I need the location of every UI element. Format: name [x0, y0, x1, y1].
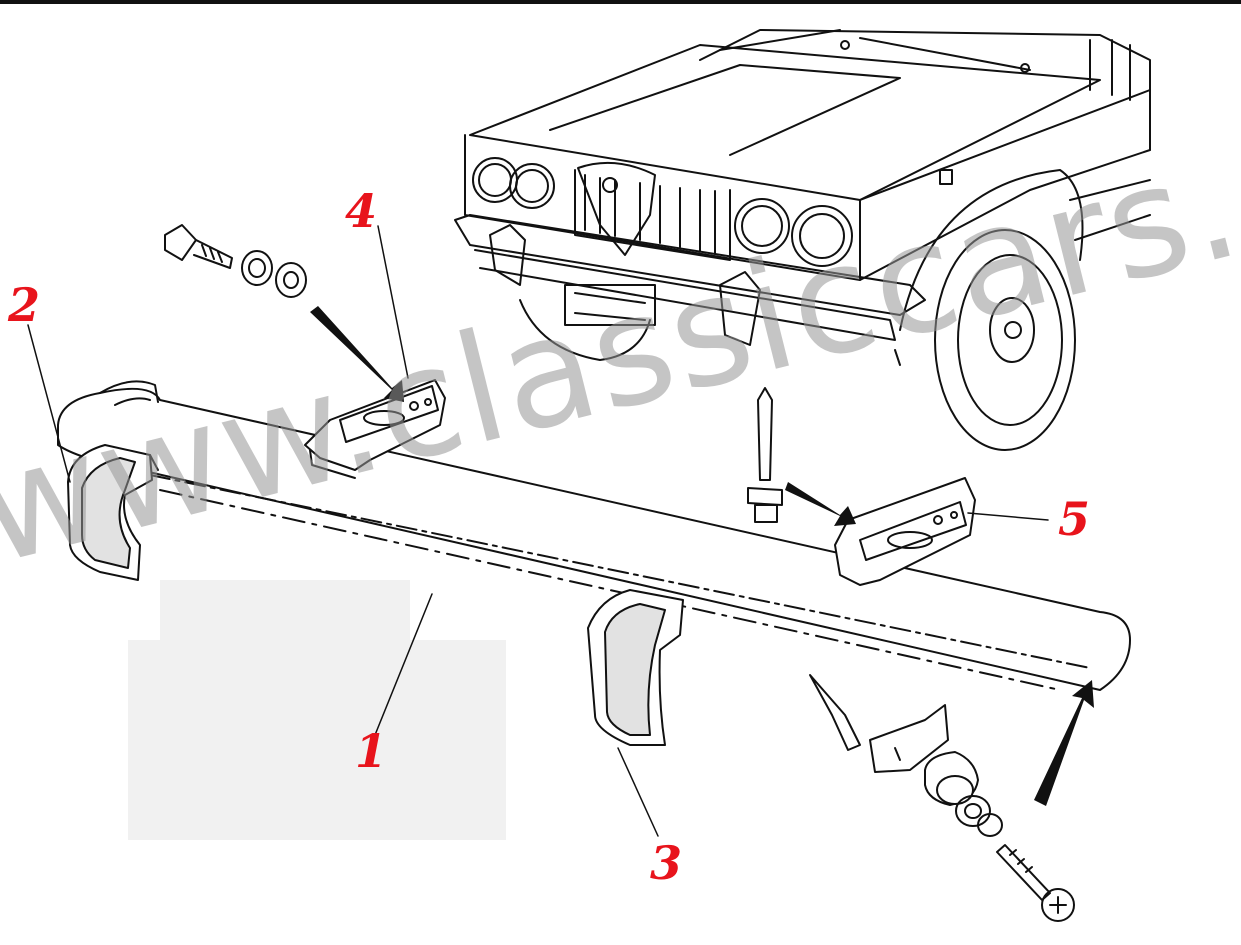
- bracket-part-5: [834, 477, 976, 586]
- callout-label-2: 2: [8, 278, 41, 332]
- mounting-hardware: [809, 674, 1075, 922]
- leader-lines: [27, 225, 1049, 837]
- background-panel: [160, 580, 410, 640]
- overrider-part-2: [67, 444, 159, 581]
- callout-label-3: 3: [650, 836, 683, 890]
- rivet-part-5: [747, 387, 783, 523]
- overrider-part-3: [587, 589, 684, 746]
- callout-label-5: 5: [1058, 492, 1091, 546]
- callout-label-4: 4: [345, 184, 378, 238]
- arrows: [310, 306, 1094, 806]
- car-illustration: [454, 29, 1151, 451]
- background-panel: [128, 640, 506, 840]
- bolt-washers-part-4: [164, 224, 307, 298]
- callout-label-1: 1: [355, 724, 388, 778]
- bracket-part-4: [304, 379, 446, 479]
- top-border: [0, 0, 1241, 4]
